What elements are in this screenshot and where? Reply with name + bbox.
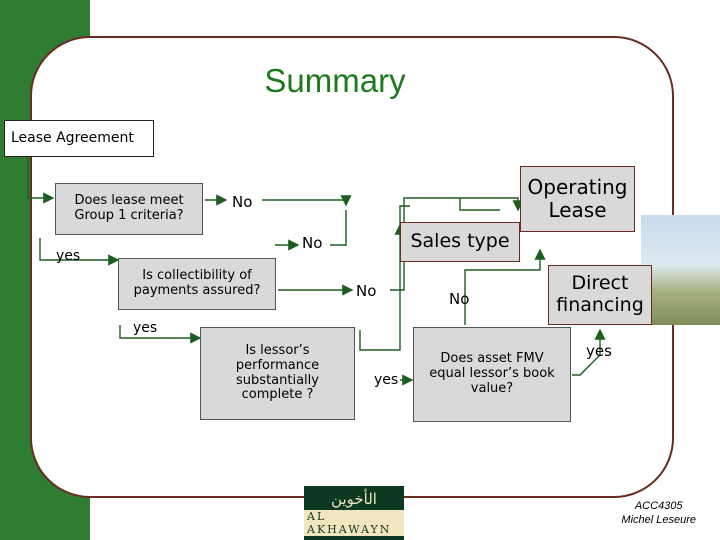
yes-label-group1: yes [56,248,81,264]
lessor-performance-box: Is lessor’s performance substantially co… [200,327,355,420]
houses-photo [641,215,720,325]
logo-wordmark: AL AKHAWAYN [304,510,404,536]
no-label-collectibility-2: No [356,282,377,300]
sales-type-box: Sales type [400,222,520,262]
slide-title: Summary [264,62,406,99]
university-logo: الأخوين AL AKHAWAYN [304,486,404,540]
yes-label-fmv: yes [586,342,612,360]
collectibility-box: Is collectibility of payments assured? [118,258,276,310]
yes-label-performance: yes [374,372,399,388]
yes-label-collectibility: yes [133,320,158,336]
direct-financing-box: Direct financing [548,265,652,325]
footer-course: ACC4305 [634,500,683,512]
operating-lease-box: Operating Lease [520,166,635,232]
lease-agreement-box: Lease Agreement [4,120,154,157]
group1-criteria-box: Does lease meet Group 1 criteria? [55,183,203,235]
no-label-fmv: No [449,290,470,308]
no-label-collectibility-1: No [302,234,323,252]
footer-credit: ACC4305 Michel Leseure [621,500,696,528]
logo-mark: الأخوين [331,490,377,508]
no-label-group1: No [232,193,253,211]
footer-author: Michel Leseure [621,513,696,526]
fmv-question-box: Does asset FMV equal lessor’s book value… [413,327,571,422]
